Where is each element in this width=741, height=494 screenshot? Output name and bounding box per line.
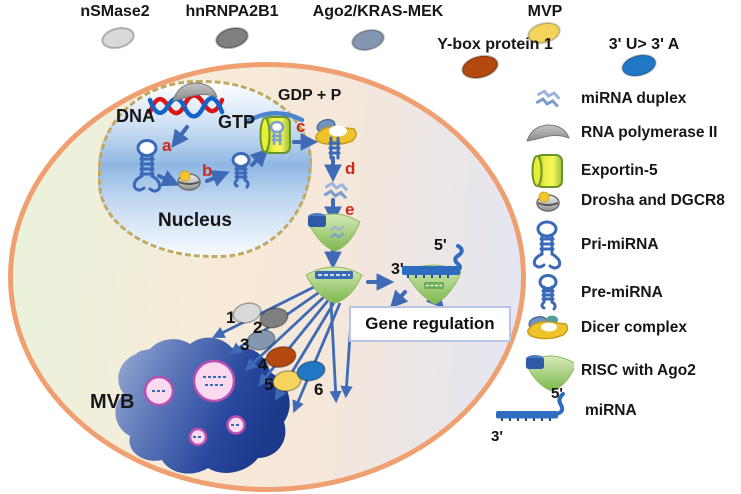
legend-nsmase2-label: nSMase2 (80, 3, 150, 20)
mirna-duplex-icon (323, 181, 348, 199)
rna-polymerase-legend-icon (522, 122, 574, 144)
legend-ago2-label: Ago2/KRAS-MEK (312, 3, 444, 20)
legend-row-pre-mirna: Pre-miRNA (522, 274, 663, 312)
nsmase2-ellipse-icon (101, 27, 135, 49)
mvb-body (115, 337, 290, 474)
legend-row-risc: RISC with Ago2 (522, 350, 696, 392)
gtp-label: GTP (218, 112, 256, 132)
legend-mvp-label: MVP (527, 3, 563, 20)
exportin5-icon (259, 116, 291, 154)
ago2-ellipse-icon (351, 29, 385, 51)
mirna-legend-label: miRNA (585, 402, 637, 419)
step-b-label: b (202, 161, 213, 180)
mvb-label: MVB (90, 391, 135, 413)
cargo-6-label: 6 (314, 380, 324, 399)
legend-row-exportin5: Exportin-5 (522, 152, 658, 190)
legend-ybox-label: Y-box protein 1 (437, 36, 553, 53)
nuclear-pore-arc (245, 111, 305, 124)
mrna-five-prime-label: 5' (434, 237, 447, 254)
legend-row-rna-polymerase: RNA polymerase II (522, 122, 717, 144)
mrna-three-prime-label: 3' (391, 261, 404, 278)
drosha-legend-icon (522, 190, 574, 212)
cargo-3-label: 3 (240, 335, 250, 354)
exportin5-legend-label: Exportin-5 (581, 162, 658, 179)
cargo-4-label: 4 (258, 355, 268, 374)
gene-regulation-label: Gene regulation (365, 314, 495, 333)
mvp-ellipse-icon (527, 22, 561, 44)
drosha-legend-label: Drosha and DGCR8 (581, 192, 725, 209)
dicer-complex-icon (315, 118, 357, 160)
pre-mirna-legend-label: Pre-miRNA (581, 284, 663, 301)
rna-polymerase-icon (172, 82, 218, 102)
legend-row-mirna: 5' 3' miRNA (490, 384, 740, 446)
legend-row-drosha: Drosha and DGCR8 (522, 190, 725, 212)
legend-row-pri-mirna: Pri-miRNA (522, 220, 659, 270)
risc-mature-icon (305, 266, 363, 304)
step-e-label: e (345, 200, 355, 219)
risc-target-icon (402, 244, 464, 305)
mirna-duplex-legend-icon (522, 88, 574, 110)
dicer-legend-label: Dicer complex (581, 319, 687, 336)
pri-mirna-legend-icon (522, 220, 574, 270)
drosha-dgcr8-icon (177, 170, 201, 191)
nucleus-label: Nucleus (158, 210, 232, 231)
dna-helix-icon (147, 93, 225, 119)
dna-label: DNA (116, 106, 155, 126)
legend-row-dicer: Dicer complex (522, 312, 687, 344)
cargo-5-label: 5 (264, 375, 274, 394)
pri-mirna-icon (132, 139, 162, 193)
cargo-1-label: 1 (226, 308, 236, 327)
pri-mirna-legend-label: Pri-miRNA (581, 236, 659, 253)
hnrnpa2b1-ellipse-icon (215, 27, 249, 49)
cargo-2-label: 2 (253, 318, 263, 337)
step-a-label: a (162, 136, 172, 155)
rna-polymerase-legend-label: RNA polymerase II (581, 124, 718, 141)
mirna-duplex-legend-label: miRNA duplex (581, 90, 687, 107)
step-c-label: c (296, 117, 306, 136)
step-d-label: d (345, 159, 356, 178)
nucleus (98, 80, 312, 258)
legend-hnrnpa2b1-label: hnRNPA2B1 (185, 3, 279, 20)
u-to-a-ellipse-icon (621, 53, 657, 78)
mirna-legend-icon (496, 392, 565, 421)
gdp-label: GDP + P (278, 87, 342, 104)
cargo-ellipses (232, 302, 326, 392)
risc-legend-icon (522, 350, 574, 392)
pre-mirna-icon (231, 152, 251, 189)
mirna-legend-three-prime: 3' (491, 428, 503, 445)
risc-legend-label: RISC with Ago2 (581, 362, 696, 379)
risc-loading-icon (307, 213, 361, 252)
gene-regulation-box: Gene regulation (349, 306, 511, 342)
pre-mirna-legend-icon (522, 274, 574, 312)
ybox-ellipse-icon (461, 54, 499, 80)
legend-row-mirna-duplex: miRNA duplex (522, 88, 686, 110)
dicer-legend-icon (522, 312, 574, 344)
legend-3u3a-label: 3' U> 3' A (608, 36, 680, 53)
mirna-legend-five-prime: 5' (551, 385, 563, 402)
exportin5-legend-icon (522, 152, 574, 190)
